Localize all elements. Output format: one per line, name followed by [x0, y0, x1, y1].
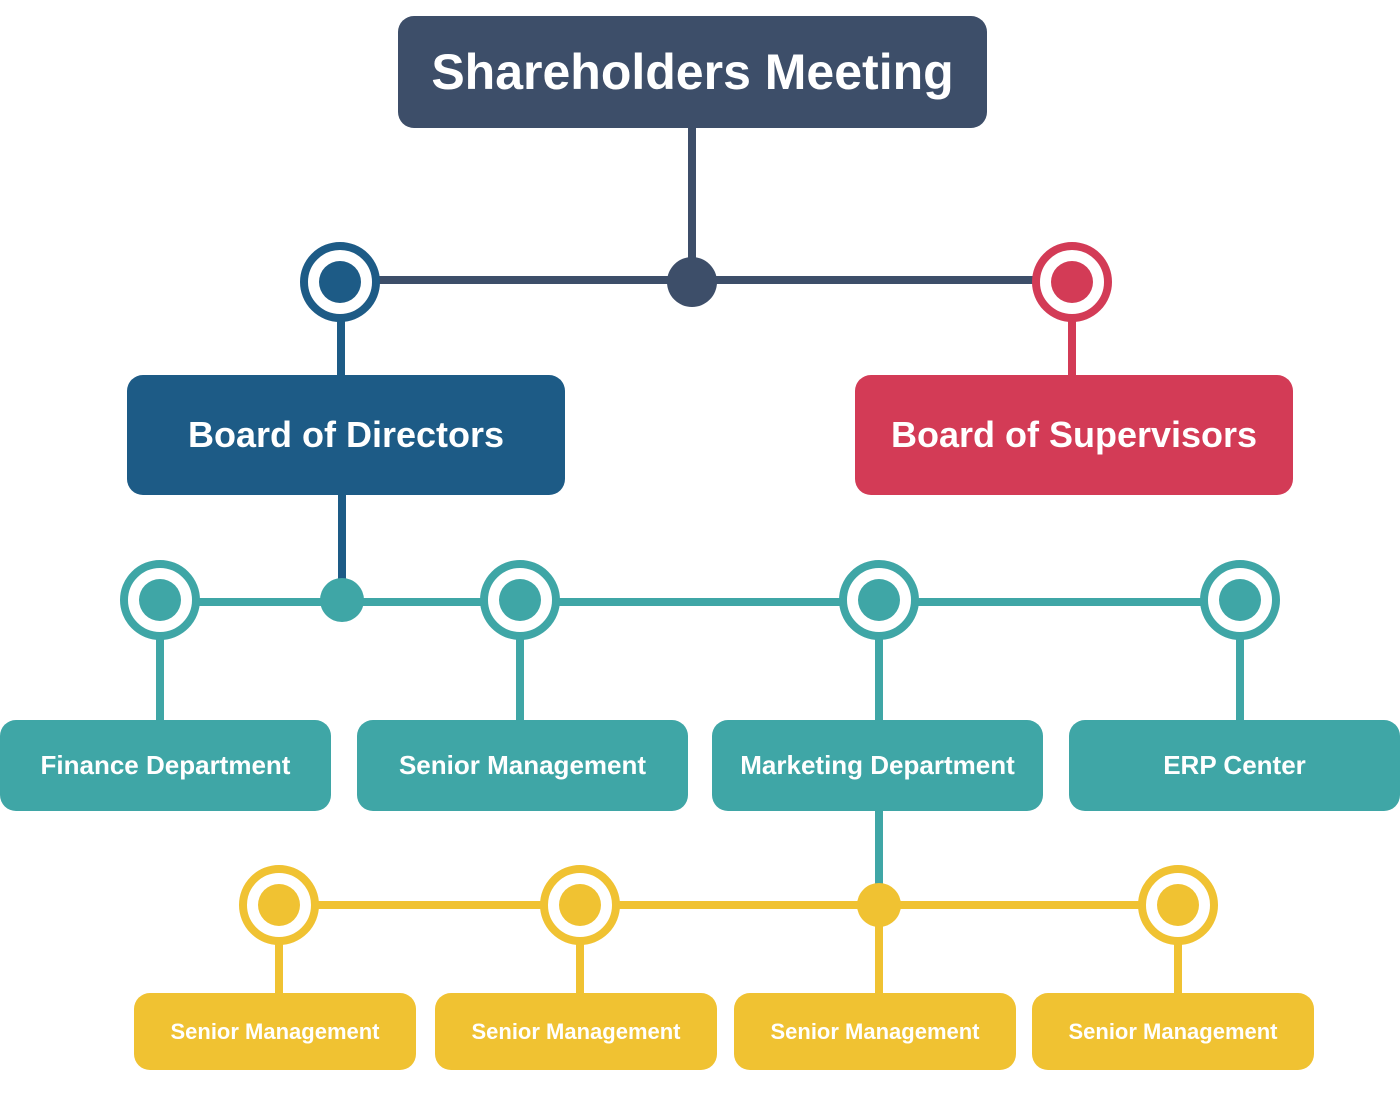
- senior-management-node[interactable]: Senior Management: [357, 720, 688, 811]
- marketing-department-node[interactable]: Marketing Department: [712, 720, 1043, 811]
- marketing-senior-management-node-4[interactable]: Senior Management: [1032, 993, 1314, 1070]
- marketing-senior-management-node-1[interactable]: Senior Management: [134, 993, 416, 1070]
- department-connector-2-dot: [499, 579, 541, 621]
- shareholders-meeting-node[interactable]: Shareholders Meeting: [398, 16, 987, 128]
- supervisors-connector-dot: [1051, 261, 1093, 303]
- finance-department-node[interactable]: Finance Department: [0, 720, 331, 811]
- management-junction-dot: [857, 883, 901, 927]
- department-connector-3-dot: [858, 579, 900, 621]
- department-connector-4-dot: [1219, 579, 1261, 621]
- department-connector-1-dot: [139, 579, 181, 621]
- management-connector-2-dot: [559, 884, 601, 926]
- board-of-directors-node[interactable]: Board of Directors: [127, 375, 565, 495]
- marketing-senior-management-node-2[interactable]: Senior Management: [435, 993, 717, 1070]
- marketing-senior-management-node-3[interactable]: Senior Management: [734, 993, 1016, 1070]
- board-of-supervisors-node[interactable]: Board of Supervisors: [855, 375, 1293, 495]
- management-connector-1-dot: [258, 884, 300, 926]
- departments-junction-dot: [320, 578, 364, 622]
- erp-center-node[interactable]: ERP Center: [1069, 720, 1400, 811]
- root-junction-dot: [667, 257, 717, 307]
- management-connector-4-dot: [1157, 884, 1199, 926]
- directors-connector-dot: [319, 261, 361, 303]
